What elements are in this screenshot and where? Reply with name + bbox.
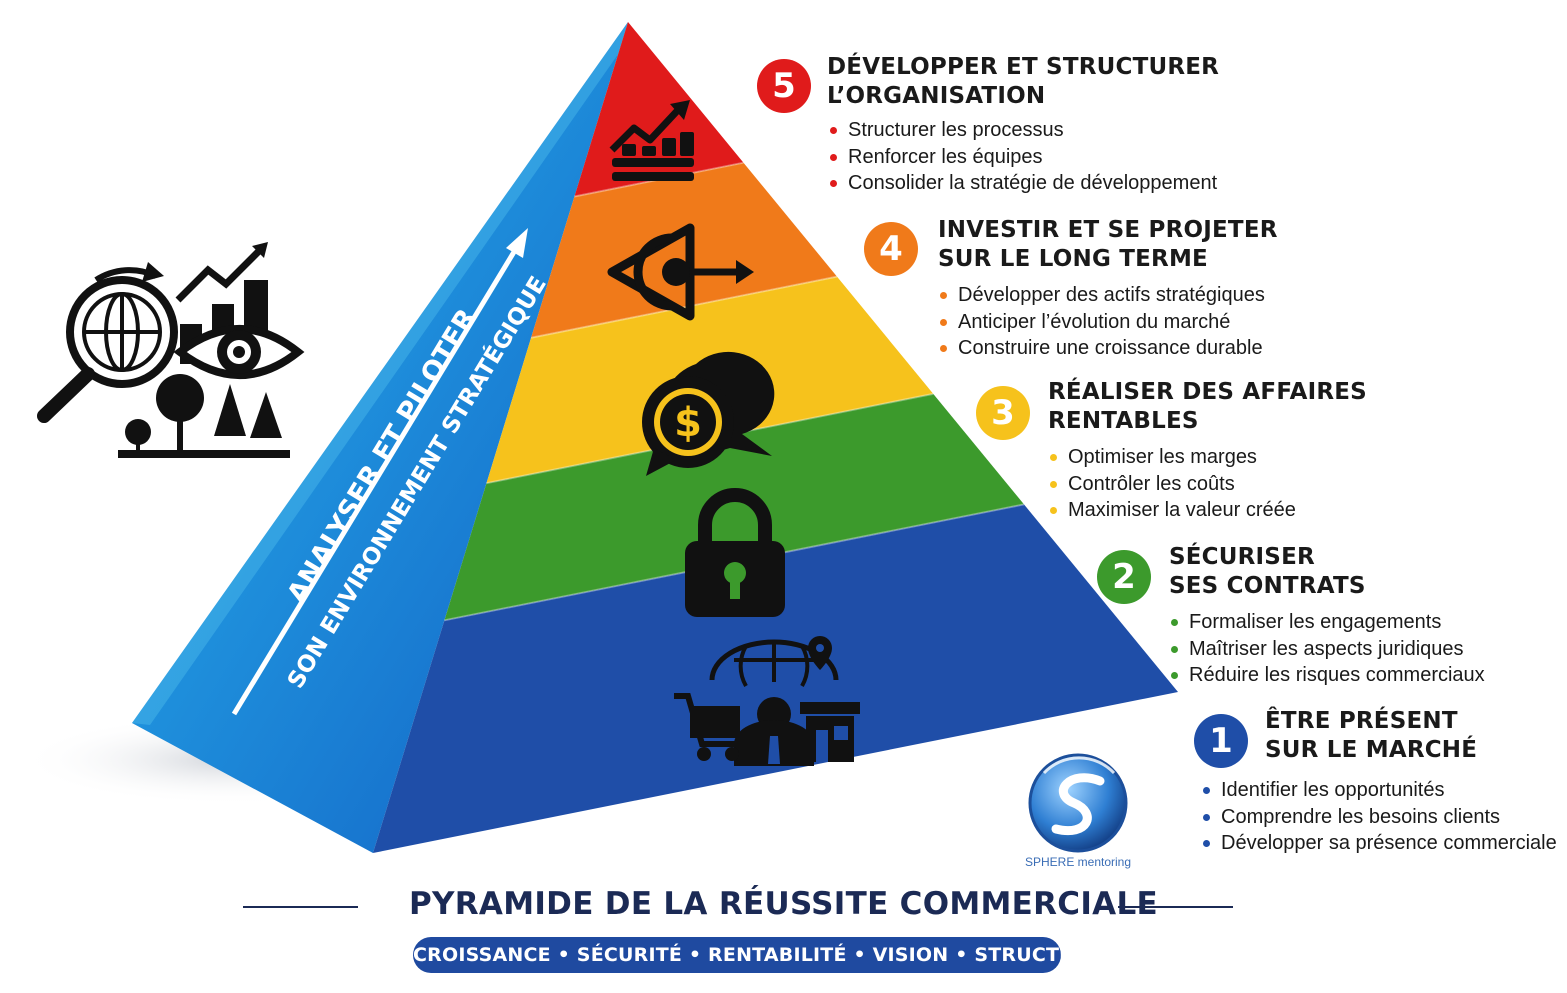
footer-tagline: CROISSANCE • SÉCURITÉ • RENTABILITÉ • VI… — [413, 937, 1103, 973]
level-5-title: DÉVELOPPER ET STRUCTURER L’ORGANISATION — [827, 53, 1219, 111]
dollar-chat-icon: $ — [642, 351, 775, 476]
footer-title: PYRAMIDE DE LA RÉUSSITE COMMERCIALE — [408, 886, 1159, 922]
bullet-item: Réduire les risques commerciaux — [1169, 662, 1485, 689]
level-title-line: SUR LE LONG TERME — [938, 246, 1208, 272]
growth-chart-icon — [609, 100, 694, 181]
bullet-item: Consolider la stratégie de développement — [828, 170, 1217, 197]
up-arrow-icon — [506, 228, 528, 258]
bullet-item: Contrôler les coûts — [1048, 471, 1296, 498]
bullet-item: Maîtriser les aspects juridiques — [1169, 636, 1485, 663]
bullet-item: Identifier les opportunités — [1201, 777, 1557, 804]
level-3-badge: 3 — [976, 386, 1030, 440]
level-2-badge: 2 — [1097, 550, 1151, 604]
svg-text:$: $ — [674, 400, 702, 446]
level-title-line: RÉALISER DES AFFAIRES — [1048, 379, 1367, 405]
pyramid-level-4 — [531, 162, 837, 338]
footer-divider-right — [1118, 906, 1233, 908]
pyramid-level-5 — [574, 22, 744, 197]
brand-name: SPHERE mentoring — [1024, 855, 1132, 869]
pyramid-level-2 — [444, 393, 1024, 621]
market-presence-icon — [674, 636, 860, 766]
bullet-item: Développer des actifs stratégiques — [938, 282, 1265, 309]
bullet-item: Maximiser la valeur créée — [1048, 497, 1296, 524]
level-3-title: RÉALISER DES AFFAIRES RENTABLES — [1048, 378, 1367, 436]
bullet-item: Construire une croissance durable — [938, 335, 1265, 362]
pyramid-side-highlight — [132, 22, 628, 725]
bullet-item: Renforcer les équipes — [828, 144, 1217, 171]
footer-divider-left — [243, 906, 358, 908]
level-title-line: L’ORGANISATION — [827, 83, 1046, 109]
sphere-logo-icon — [1028, 753, 1128, 853]
level-title-line: SES CONTRATS — [1169, 573, 1366, 599]
bullet-item: Anticiper l’évolution du marché — [938, 309, 1265, 336]
bullet-item: Optimiser les marges — [1048, 444, 1296, 471]
bullet-item: Structurer les processus — [828, 117, 1217, 144]
level-4-title: INVESTIR ET SE PROJETER SUR LE LONG TERME — [938, 216, 1278, 274]
level-title-line: SUR LE MARCHÉ — [1265, 737, 1478, 763]
bullet-item: Comprendre les besoins clients — [1201, 804, 1557, 831]
bullet-item: Formaliser les engagements — [1169, 609, 1485, 636]
level-5-badge: 5 — [757, 59, 811, 113]
pyramid-side-face — [132, 22, 628, 853]
level-title-line: INVESTIR ET SE PROJETER — [938, 217, 1278, 243]
level-title-line: SÉCURISER — [1169, 544, 1315, 570]
level-1-title: ÊTRE PRÉSENT SUR LE MARCHÉ — [1265, 707, 1477, 765]
level-divider — [530, 275, 838, 339]
bullet-item: Développer sa présence commerciale — [1201, 830, 1557, 857]
level-title-line: DÉVELOPPER ET STRUCTURER — [827, 54, 1220, 80]
environment-analysis-icon — [37, 242, 305, 458]
vision-eye-icon — [607, 223, 754, 321]
level-4-badge: 4 — [864, 222, 918, 276]
level-title-line: ÊTRE PRÉSENT — [1265, 708, 1458, 734]
level-title-line: RENTABLES — [1048, 408, 1199, 434]
level-1-badge: 1 — [1194, 714, 1248, 768]
level-2-title: SÉCURISER SES CONTRATS — [1169, 543, 1366, 601]
padlock-icon — [685, 488, 785, 617]
